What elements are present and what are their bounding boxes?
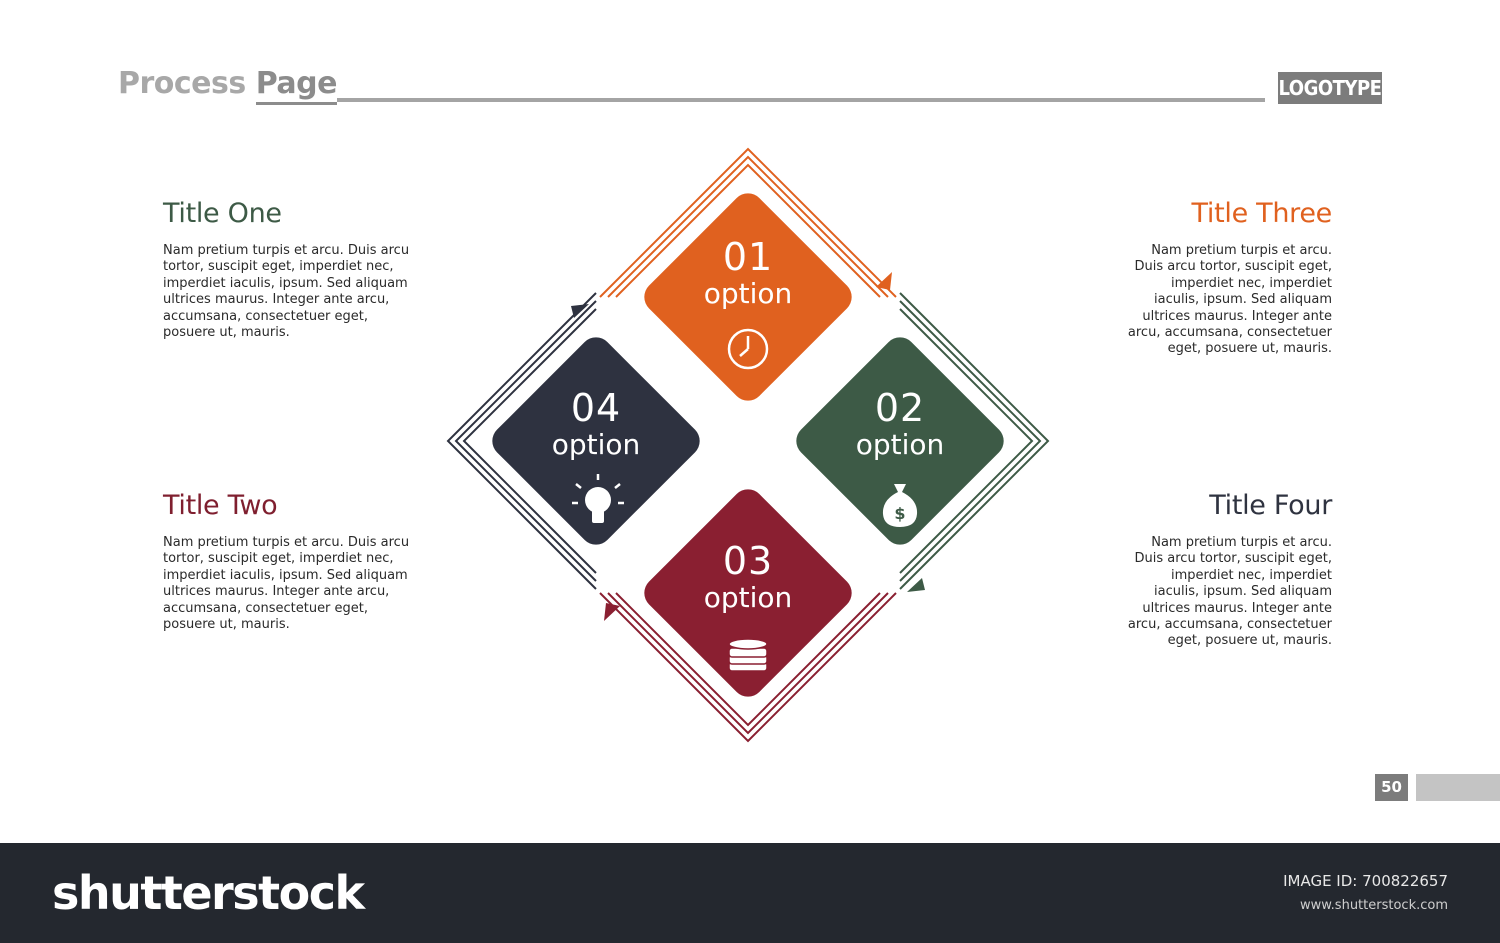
option-04-shape: [446, 292, 700, 590]
block-body-two: Nam pretium turpis et arcu. Duis arcu to…: [163, 535, 410, 633]
option-04-label: 04 option: [521, 387, 671, 461]
lightbulb-icon: [572, 474, 624, 523]
brand-logo: shutterstock: [52, 866, 365, 920]
block-body-one: Nam pretium turpis et arcu. Duis arcu to…: [163, 243, 410, 341]
block-body-three: Nam pretium turpis et arcu. Duis arcu to…: [1127, 243, 1332, 357]
money-bag-icon: $: [882, 484, 918, 527]
coin-stack-icon: [728, 638, 768, 672]
block-title-one: Title One: [163, 198, 282, 229]
page-title-word-2: Page: [255, 66, 337, 105]
page-number: 50: [1375, 774, 1408, 801]
svg-text:$: $: [894, 504, 905, 523]
option-01-shape: [599, 147, 897, 401]
logo: LOGOTYPE: [1278, 72, 1382, 104]
text-block-four: Title Four Nam pretium turpis et arcu. D…: [1082, 490, 1332, 650]
option-02-number: 02: [874, 386, 926, 430]
site-url: www.shutterstock.com: [1299, 898, 1448, 913]
clock-icon: [727, 328, 769, 370]
block-title-four: Title Four: [1209, 490, 1332, 521]
option-03-number: 03: [722, 539, 774, 583]
footer-bar: [0, 843, 1500, 943]
text-block-one: Title One Nam pretium turpis et arcu. Du…: [163, 198, 413, 341]
block-body-four: Nam pretium turpis et arcu. Duis arcu to…: [1127, 535, 1332, 649]
process-diagram: $: [446, 147, 1050, 743]
option-01-text: option: [703, 277, 793, 310]
slide: Process Page LOGOTYPE Title One Nam pret…: [118, 66, 1500, 801]
option-02-text: option: [855, 428, 945, 461]
option-02-shape: [796, 292, 1050, 592]
option-01-number: 01: [722, 235, 774, 279]
option-03-label: 03 option: [673, 540, 823, 614]
page-title-word-1: Process: [118, 66, 246, 101]
option-03-shape: [599, 489, 897, 743]
text-block-two: Title Two Nam pretium turpis et arcu. Du…: [163, 490, 413, 633]
page-title: Process Page: [118, 66, 337, 105]
block-title-two: Title Two: [163, 490, 278, 521]
text-block-three: Title Three Nam pretium turpis et arcu. …: [1082, 198, 1332, 358]
title-underline: [337, 98, 1265, 102]
block-title-three: Title Three: [1191, 198, 1333, 229]
image-id: IMAGE ID: 700822657: [1283, 872, 1448, 890]
option-04-number: 04: [570, 386, 622, 430]
option-03-text: option: [703, 581, 793, 614]
option-01-label: 01 option: [673, 236, 823, 310]
option-04-text: option: [551, 428, 641, 461]
option-02-label: 02 option: [825, 387, 975, 461]
page-number-bar: [1416, 774, 1500, 801]
